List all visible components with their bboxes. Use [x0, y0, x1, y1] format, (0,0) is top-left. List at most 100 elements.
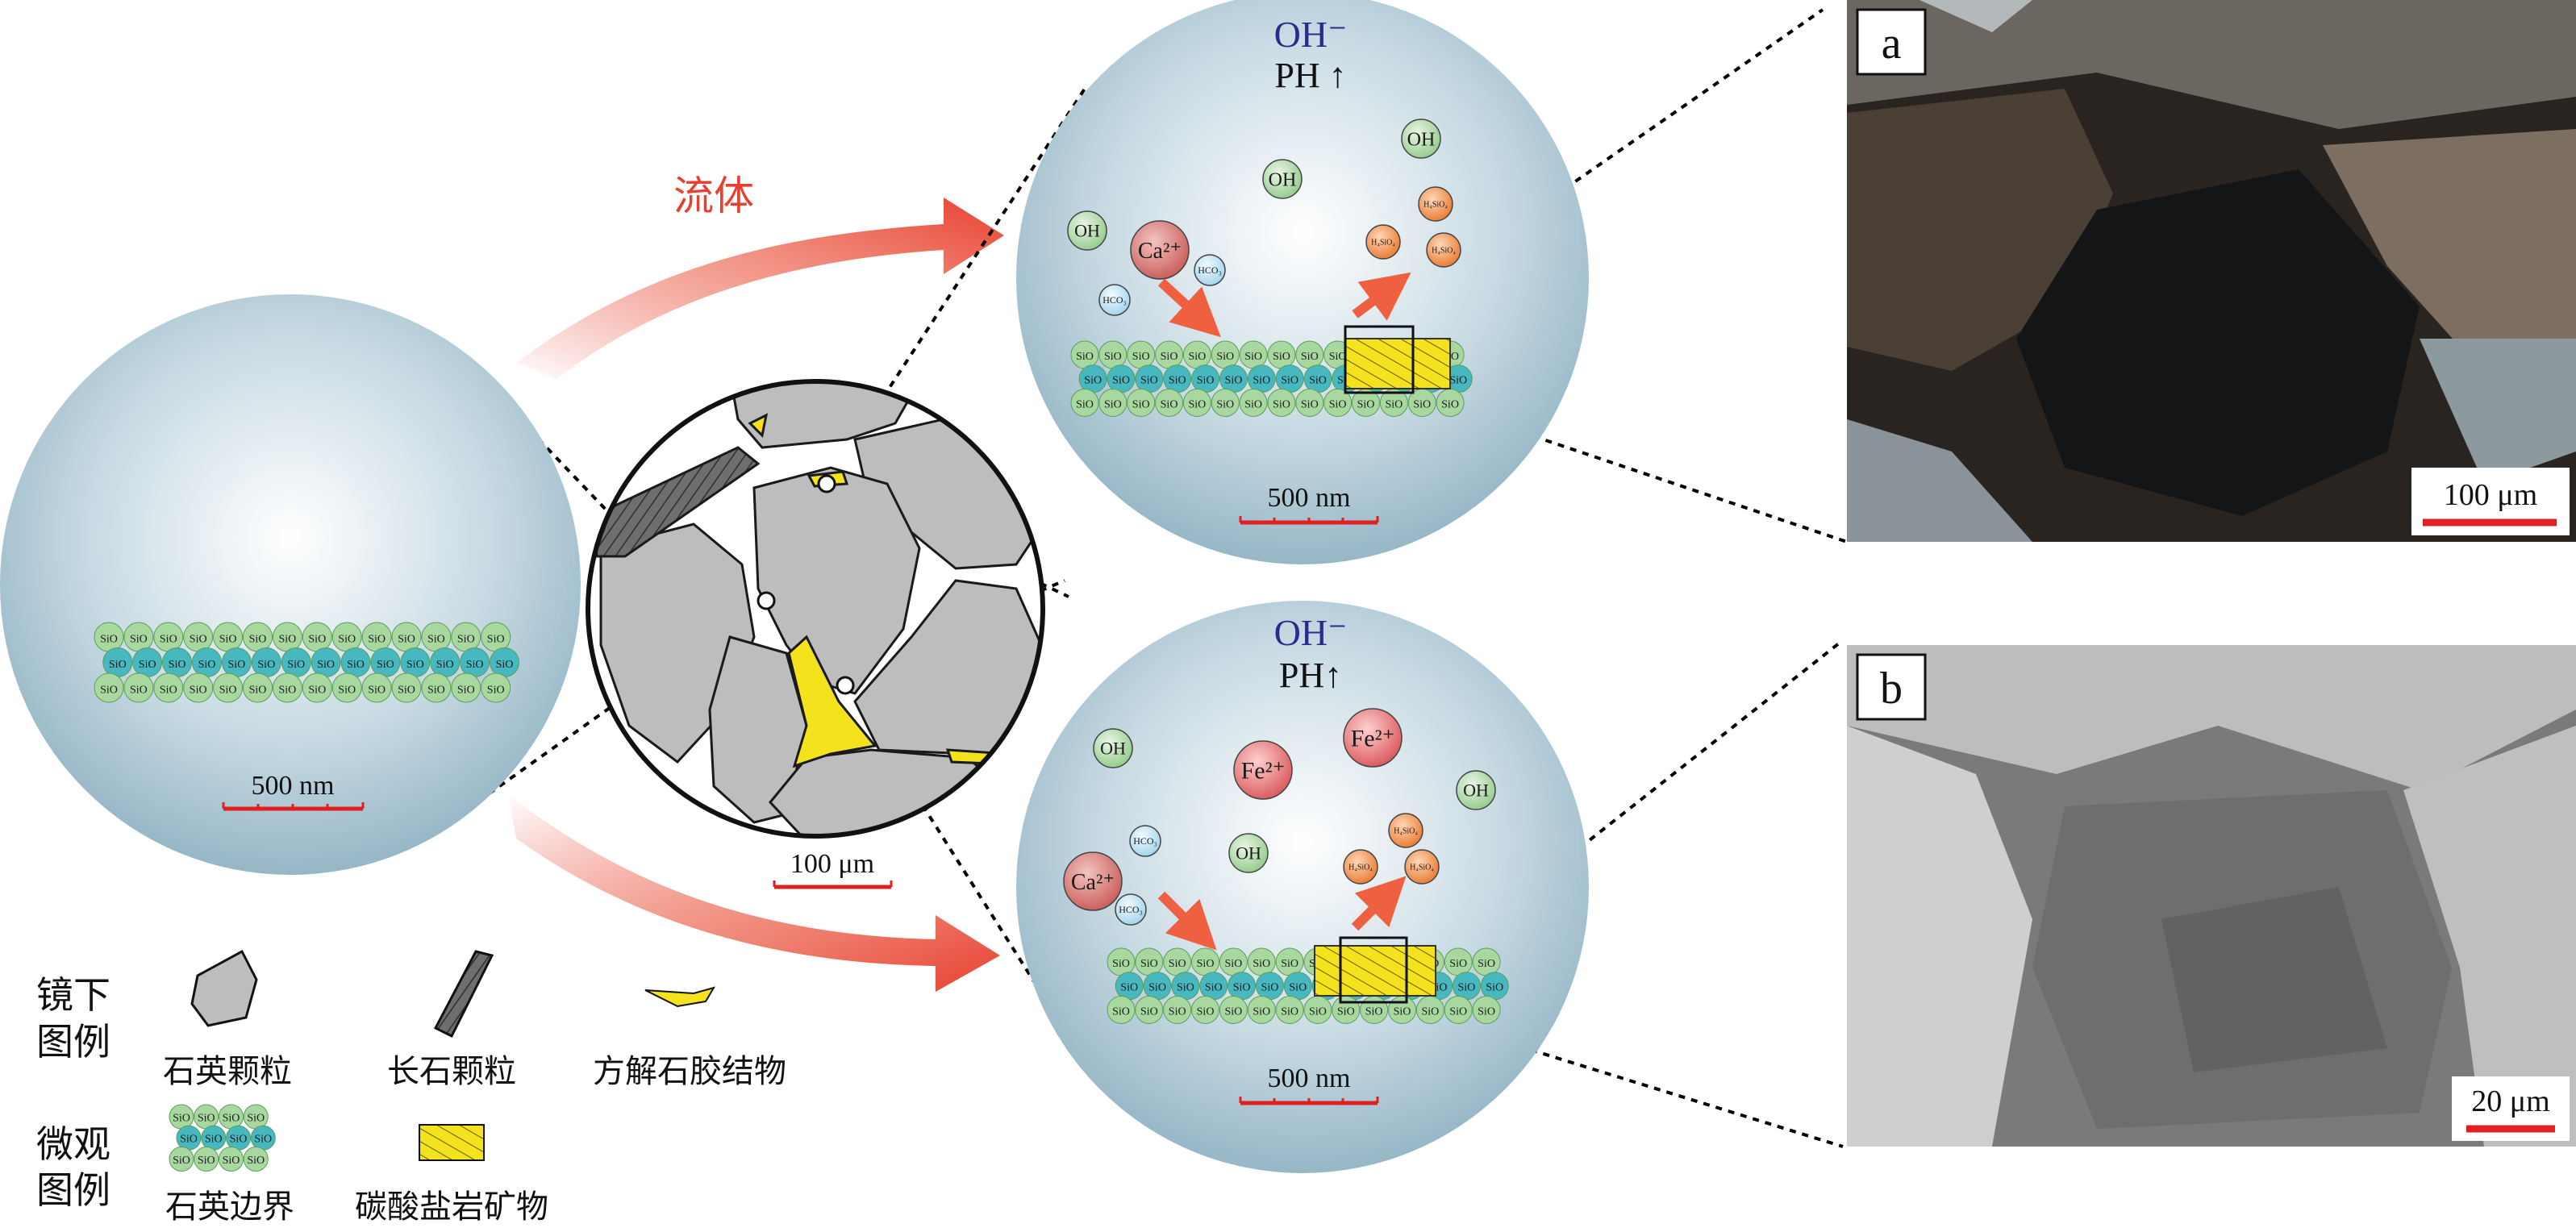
silica-bead-label: SiO [1486, 982, 1503, 994]
silica-bead-label: SiO [230, 1134, 248, 1146]
silica-bead [1295, 389, 1324, 417]
silica-bead-label: SiO [1449, 1005, 1467, 1018]
silica-bead-label: SiO [173, 1155, 190, 1167]
lower-hydroxide-title: OH⁻ [1274, 612, 1348, 653]
silica-bead-label: SiO [317, 659, 335, 671]
silica-bead [302, 672, 332, 703]
photo-a-panel: a 100 μm [1847, 0, 2576, 542]
photo-a-scale-label: 100 μm [2444, 478, 2537, 512]
silica-bead-label: SiO [1112, 1005, 1130, 1018]
macro-quartz-boundary: SiO SiO SiO SiO SiO SiO SiO SiO SiO SiO SiO SiO SiO S… [94, 622, 519, 703]
upper-ph-label: PH ↑ [1274, 56, 1346, 95]
silica-bead-label: SiO [1216, 351, 1234, 363]
silica-bead-label: SiO [1309, 1005, 1327, 1018]
silica-bead-label: SiO [1244, 351, 1262, 363]
silica-bead-label: SiO [1169, 1005, 1186, 1018]
silica-bead-label: SiO [338, 633, 356, 645]
ion-sphere [1063, 851, 1123, 911]
ion-label: OH [1269, 169, 1297, 190]
silica-bead-label: SiO [1385, 398, 1403, 410]
silica-bead [1107, 996, 1136, 1024]
lower-reaction-arrow-out [1351, 876, 1407, 931]
ion-label: OH [1236, 843, 1261, 864]
silica-bead-label: SiO [109, 659, 127, 671]
silica-bead-label: SiO [100, 633, 118, 645]
fluid-arrow-down [508, 794, 1000, 992]
silica-bead-label: SiO [190, 633, 207, 645]
silica-bead-label: SiO [1458, 982, 1476, 994]
silica-bead [1191, 996, 1220, 1024]
silica-bead [361, 672, 392, 703]
silica-bead-label: SiO [1132, 351, 1150, 363]
silica-bead-label: SiO [1273, 398, 1290, 410]
quartz-grain [752, 466, 921, 695]
legend-carbonate-mineral-label: 碳酸盐岩矿物 [355, 1188, 548, 1226]
ion-sphere [1365, 224, 1401, 260]
contact-point-marker [817, 474, 836, 493]
silica-bead [183, 672, 214, 703]
silica-bead-label: SiO [1225, 1005, 1243, 1018]
silica-bead-label: SiO [1301, 398, 1319, 410]
silica-bead-label: SiO [1253, 1005, 1270, 1018]
silica-bead-label: SiO [466, 659, 484, 671]
fluid-label: 流体 [673, 173, 754, 219]
silica-bead-label: SiO [169, 659, 186, 671]
silica-bead-label: SiO [1449, 958, 1467, 970]
silica-bead [421, 672, 452, 703]
ion-label: H₄SiO₄ [1423, 201, 1448, 210]
photo-b-scale-label: 20 μm [2471, 1084, 2549, 1118]
ion-sphere [1426, 232, 1461, 268]
legend-carbonate-mineral-swatch [419, 1124, 485, 1161]
ion-sphere [1194, 254, 1226, 286]
upper-reaction-arrow-in [1157, 278, 1221, 338]
silica-bead-label: SiO [219, 633, 237, 645]
silica-bead [213, 672, 244, 703]
silica-bead-label: SiO [1253, 375, 1270, 387]
silica-bead-label: SiO [1225, 375, 1243, 387]
silica-bead-label: SiO [427, 633, 445, 645]
legend-microscope-title-line2: 图例 [36, 1020, 110, 1064]
silica-bead-label: SiO [487, 684, 505, 696]
silica-bead-label: SiO [1478, 958, 1495, 970]
silica-bead-label: SiO [1329, 351, 1347, 363]
quartz-grain [708, 635, 808, 824]
silica-bead-label: SiO [496, 659, 514, 671]
fluid-arrow-up [516, 198, 1004, 379]
ion-label: Ca²⁺ [1071, 870, 1115, 895]
silica-bead-label: SiO [1281, 958, 1298, 970]
ion-sphere [1262, 159, 1303, 199]
silica-bead-label: SiO [1084, 375, 1102, 387]
silica-bead-label: SiO [1309, 375, 1327, 387]
lower-carbonate-mineral [1314, 945, 1436, 997]
silica-bead-label: SiO [160, 633, 177, 645]
silica-bead [1444, 996, 1473, 1024]
silica-bead [1247, 996, 1276, 1024]
silica-bead-label: SiO [406, 659, 424, 671]
silica-bead-label: SiO [249, 684, 267, 696]
silica-bead-label: SiO [1357, 398, 1375, 410]
silica-bead-label: SiO [1104, 351, 1122, 363]
upper-zoom-box [1344, 325, 1415, 394]
silica-bead-label: SiO [1161, 351, 1178, 363]
silica-bead [391, 672, 422, 703]
ion-sphere [1388, 813, 1423, 848]
silica-bead [1267, 389, 1296, 417]
ion-label: OH [1463, 781, 1489, 801]
photo-b-tag: b [1880, 664, 1903, 714]
silica-bead-label: SiO [1225, 958, 1243, 970]
legend-quartz-boundary-label: 石英边界 [165, 1188, 294, 1226]
silica-bead-label: SiO [198, 1155, 215, 1167]
silica-bead-label: SiO [1132, 398, 1150, 410]
silica-bead [1472, 996, 1501, 1024]
silica-bead-label: SiO [1421, 1005, 1439, 1018]
silica-bead-label: SiO [1233, 982, 1251, 994]
quartz-grain [769, 748, 1027, 836]
ion-sphere [1067, 210, 1107, 251]
silica-bead [1070, 389, 1099, 417]
silica-bead-label: SiO [1177, 982, 1194, 994]
ion-sphere [1228, 833, 1269, 873]
ion-sphere [1115, 893, 1147, 926]
upper-carbonate-mineral [1344, 338, 1451, 389]
lower-ph-label: PH↑ [1279, 656, 1342, 695]
